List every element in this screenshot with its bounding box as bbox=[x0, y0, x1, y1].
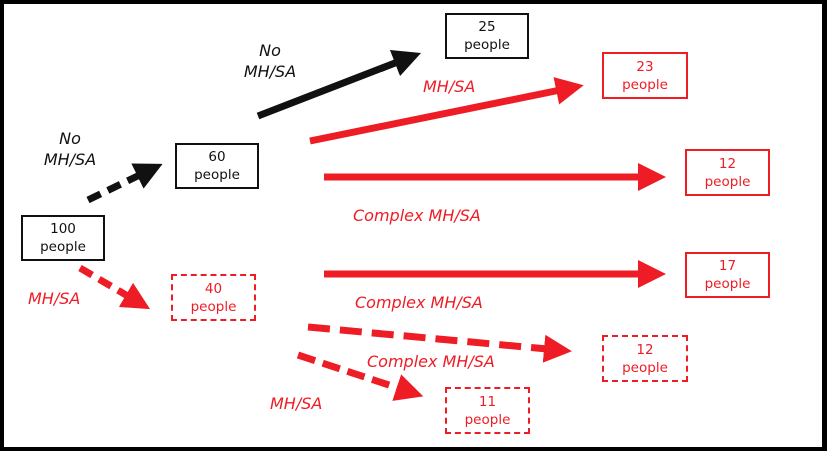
node-count: 12 bbox=[636, 341, 654, 358]
arrow-root-to-40 bbox=[78, 264, 151, 310]
label-complex-upper: Complex MH/SA bbox=[353, 206, 481, 225]
node-12-dashed: 12 people bbox=[602, 335, 688, 382]
node-unit: people bbox=[622, 76, 668, 93]
node-unit: people bbox=[464, 37, 510, 53]
label-no-mhsa-second: No MH/SA bbox=[230, 40, 310, 82]
node-unit: people bbox=[190, 298, 237, 315]
node-count: 100 bbox=[50, 221, 76, 237]
node-root: 100 people bbox=[21, 215, 105, 261]
node-12-complex: 12 people bbox=[685, 149, 770, 196]
node-count: 17 bbox=[718, 258, 737, 274]
node-count: 25 bbox=[478, 19, 496, 35]
node-25: 25 people bbox=[445, 13, 529, 59]
label-mhsa-lower: MH/SA bbox=[270, 394, 323, 413]
node-23: 23 people bbox=[602, 52, 688, 99]
node-unit: people bbox=[704, 173, 751, 190]
node-11: 11 people bbox=[445, 387, 530, 434]
arrow-root-to-60 bbox=[86, 163, 163, 204]
label-complex-lower: Complex MH/SA bbox=[367, 352, 495, 371]
label-complex-middle: Complex MH/SA bbox=[355, 293, 483, 312]
node-unit: people bbox=[704, 276, 751, 292]
label-mhsa-root: MH/SA bbox=[28, 289, 81, 308]
node-17: 17 people bbox=[685, 252, 770, 298]
arrow-60-to-23 bbox=[309, 77, 584, 145]
node-count: 12 bbox=[718, 155, 737, 172]
node-count: 40 bbox=[204, 280, 223, 297]
node-unit: people bbox=[40, 239, 86, 255]
arrow-60-to-25 bbox=[256, 49, 422, 120]
node-mhsa-40: 40 people bbox=[171, 274, 256, 321]
arrow-40-to-12 bbox=[307, 323, 572, 363]
arrow-40-to-11 bbox=[296, 351, 424, 401]
label-line: No bbox=[259, 41, 281, 60]
label-line: No bbox=[59, 129, 81, 148]
node-no-mhsa-60: 60 people bbox=[175, 143, 259, 189]
node-unit: people bbox=[464, 411, 511, 428]
label-mhsa-upper: MH/SA bbox=[423, 77, 476, 96]
label-line: MH/SA bbox=[43, 150, 97, 169]
node-count: 23 bbox=[636, 58, 654, 75]
node-unit: people bbox=[622, 359, 668, 376]
node-count: 60 bbox=[208, 149, 226, 165]
label-no-mhsa-first: No MH/SA bbox=[30, 128, 110, 170]
node-unit: people bbox=[194, 167, 240, 183]
node-count: 11 bbox=[478, 393, 497, 410]
label-line: MH/SA bbox=[243, 62, 297, 81]
